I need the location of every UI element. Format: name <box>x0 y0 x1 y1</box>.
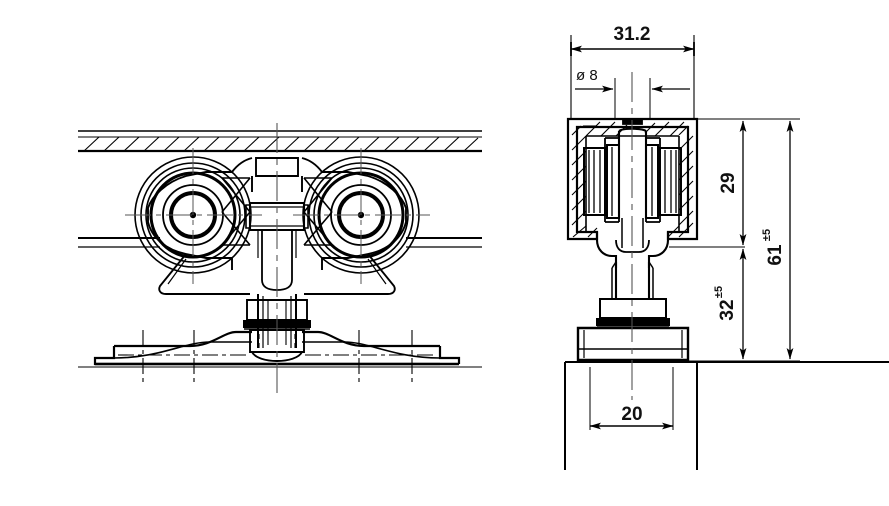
side-view: 31.2 ø 8 <box>564 24 889 470</box>
track-hatching <box>83 136 479 152</box>
front-view <box>78 123 482 395</box>
dimension-tolerance-height-stem: ±5 <box>713 286 725 298</box>
dimension-label-height-total: 61 <box>765 244 786 266</box>
roller-assembly-section <box>583 127 682 268</box>
dimension-height-track: 29 <box>718 120 747 246</box>
track-rail-lower <box>78 237 482 248</box>
dimension-label-bore-diameter: ø 8 <box>576 67 598 84</box>
door-panel <box>564 361 889 470</box>
dimension-label-height-track: 29 <box>718 172 739 193</box>
dimension-width-total: 31.2 <box>570 24 695 120</box>
dimension-panel-width: 20 <box>589 367 674 430</box>
dimension-label-width-total: 31.2 <box>614 24 651 45</box>
dimension-label-panel-width: 20 <box>621 404 642 425</box>
plate-hole-centerlines <box>118 330 437 386</box>
dimension-bore-diameter: ø 8 <box>575 67 690 122</box>
hanger-bolt-stem-side <box>611 261 654 300</box>
vertical-dimension-witness-lines <box>669 118 800 362</box>
wheel-centerlines <box>125 148 430 284</box>
track-rail-upper <box>78 130 482 153</box>
dimension-height-total: 61 ±5 <box>761 120 794 360</box>
dimension-height-stem: 32 ±5 <box>713 248 747 360</box>
dimension-tolerance-height-total: ±5 <box>761 229 773 241</box>
nut-washer-stack-side <box>576 298 690 362</box>
dimension-label-height-stem: 32 <box>717 299 738 320</box>
